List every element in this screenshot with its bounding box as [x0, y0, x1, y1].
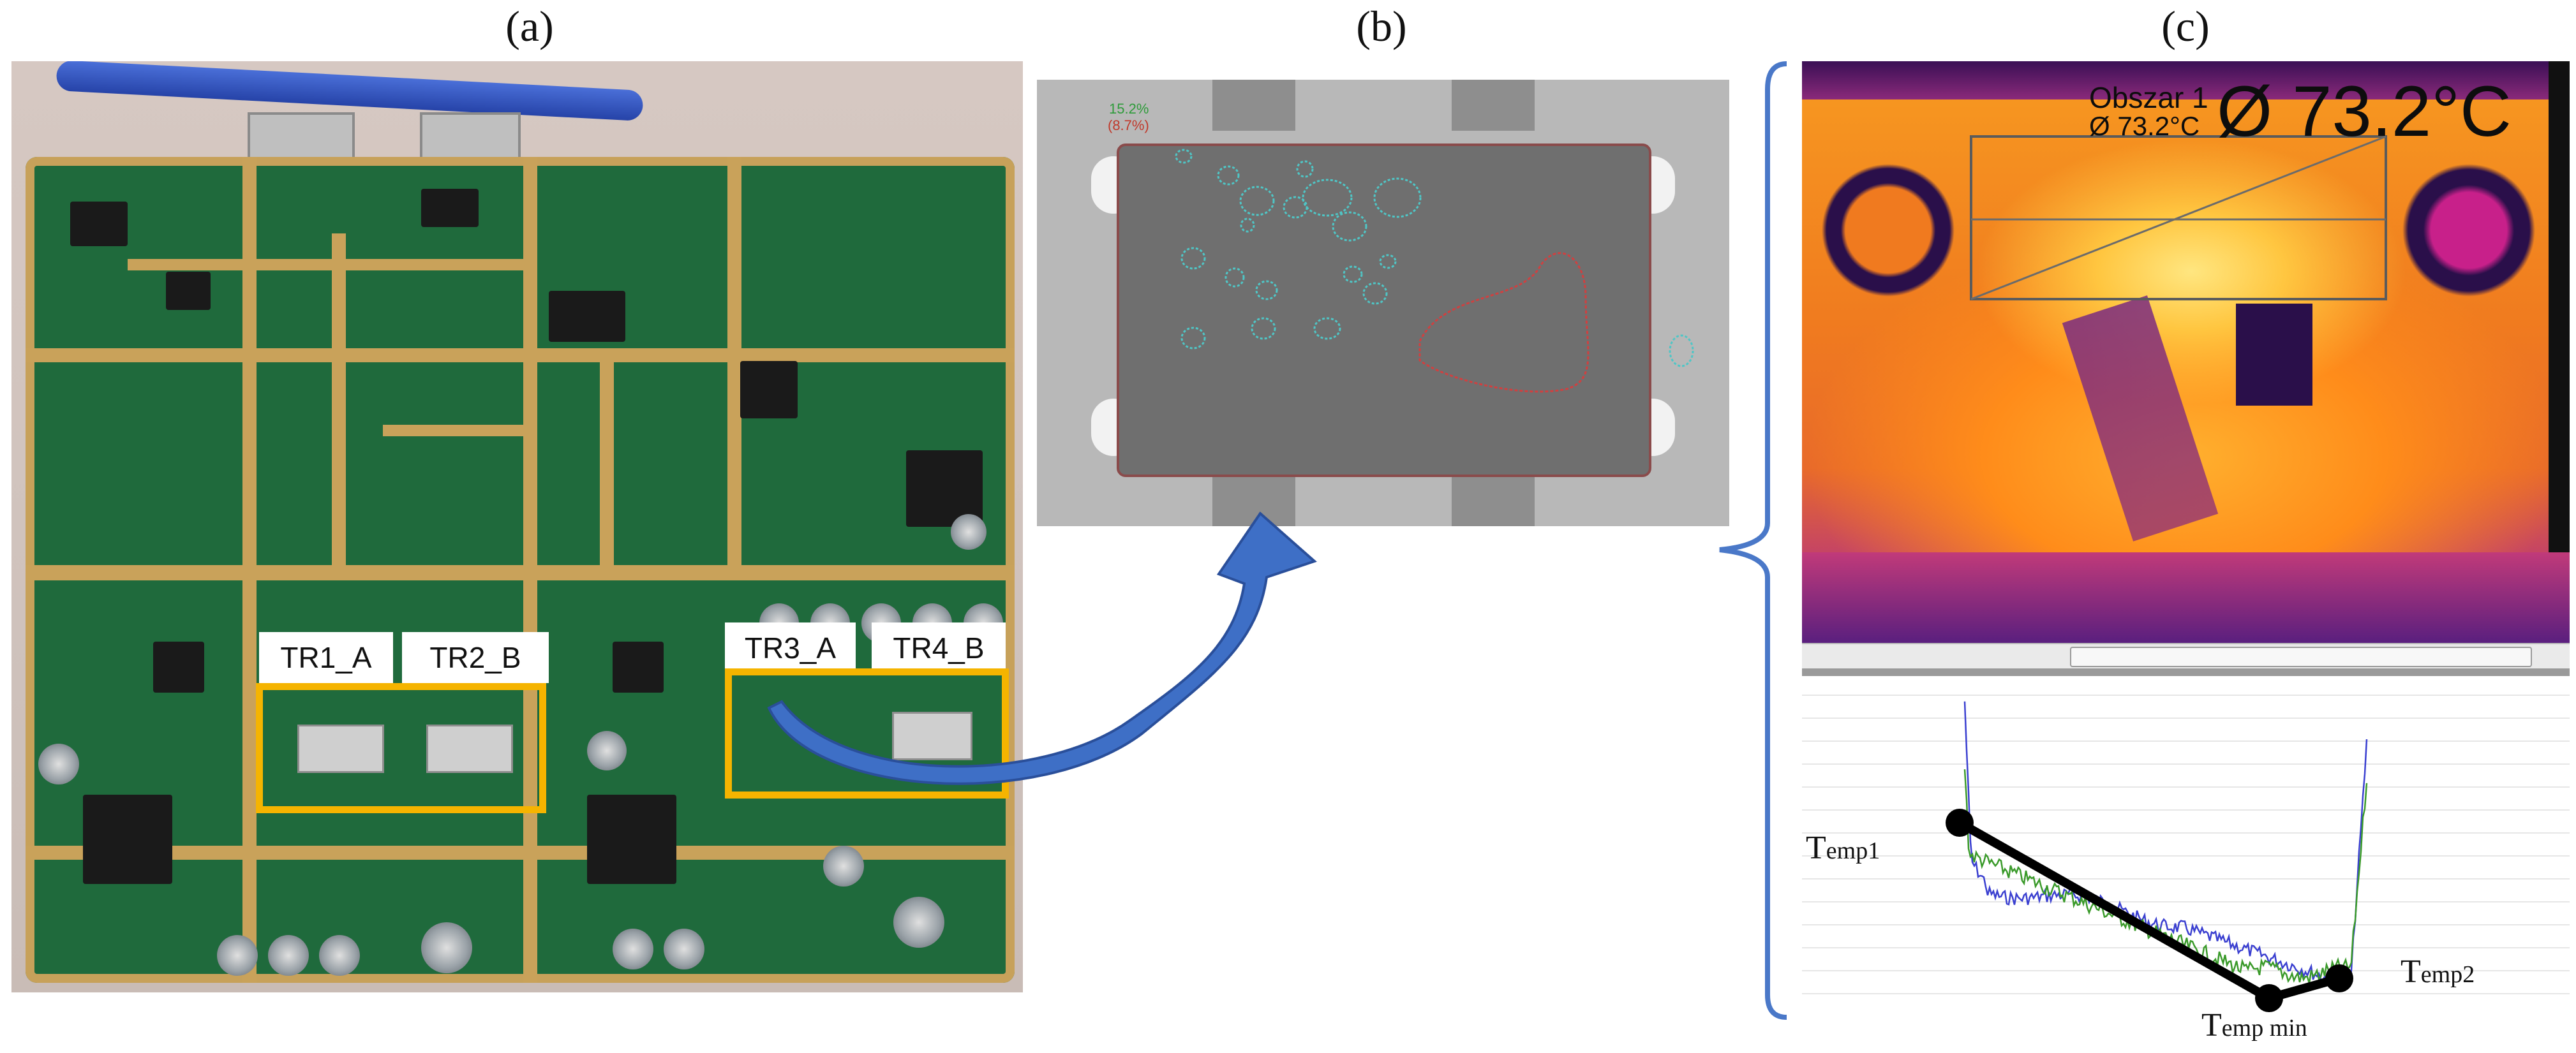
thermal-image: Obszar 1 Ø 73.2°C Ø 73.2°C: [1802, 61, 2570, 643]
temp-min-label: Temp min: [2201, 1007, 2307, 1043]
tr3-tr4-highlight-box: [725, 668, 1009, 799]
panel-label-b: (b): [1356, 2, 1407, 50]
transistor-tr2: [426, 725, 513, 773]
thermal-scrollbar: [1802, 643, 2570, 670]
profile-series-blue: [1963, 701, 2368, 991]
temperature-profile-plot: [1802, 676, 2570, 1024]
temp2-label: Temp2: [2401, 954, 2475, 990]
area-name-label: Obszar 1: [2089, 81, 2208, 114]
tr4-b-label: TR4_B: [872, 622, 1006, 674]
temp-gradient-line: [1957, 818, 2341, 1003]
xray-die-region: [1117, 144, 1651, 477]
temperature-profile-svg: [1802, 695, 2570, 1012]
transistor-tr4: [892, 712, 972, 760]
temperature-reading: Ø 73.2°C: [2217, 71, 2512, 151]
measurement-area: [1970, 135, 2387, 300]
void-percent-label: 15.2%: [1109, 101, 1149, 117]
pcb-photo: TR1_A TR2_B TR3_A TR4_B: [11, 61, 1023, 992]
pcb-board: [26, 157, 1015, 983]
panel-label-a: (a): [505, 2, 554, 50]
curly-bracket: [1719, 61, 1787, 1020]
temp-min-point: [2255, 984, 2283, 1012]
curved-arrow: [767, 512, 1317, 785]
temp1-label: Temp1: [1806, 830, 1880, 866]
area-value-small-label: Ø 73.2°C: [2089, 111, 2200, 141]
temp1-point: [1946, 809, 1974, 837]
void-outlines: [1175, 149, 1694, 393]
tr3-a-label: TR3_A: [725, 622, 856, 674]
profile-series-green: [1963, 769, 2368, 983]
tr1-a-label: TR1_A: [259, 632, 393, 683]
temp2-point: [2325, 964, 2353, 992]
panel-label-c: (c): [2161, 2, 2210, 50]
transistor-tr1: [297, 725, 384, 773]
tr1-tr2-highlight-box: [256, 683, 546, 813]
void-percent-secondary-label: (8.7%): [1108, 117, 1149, 133]
xray-image: [1037, 80, 1729, 526]
tr2-b-label: TR2_B: [402, 632, 549, 683]
